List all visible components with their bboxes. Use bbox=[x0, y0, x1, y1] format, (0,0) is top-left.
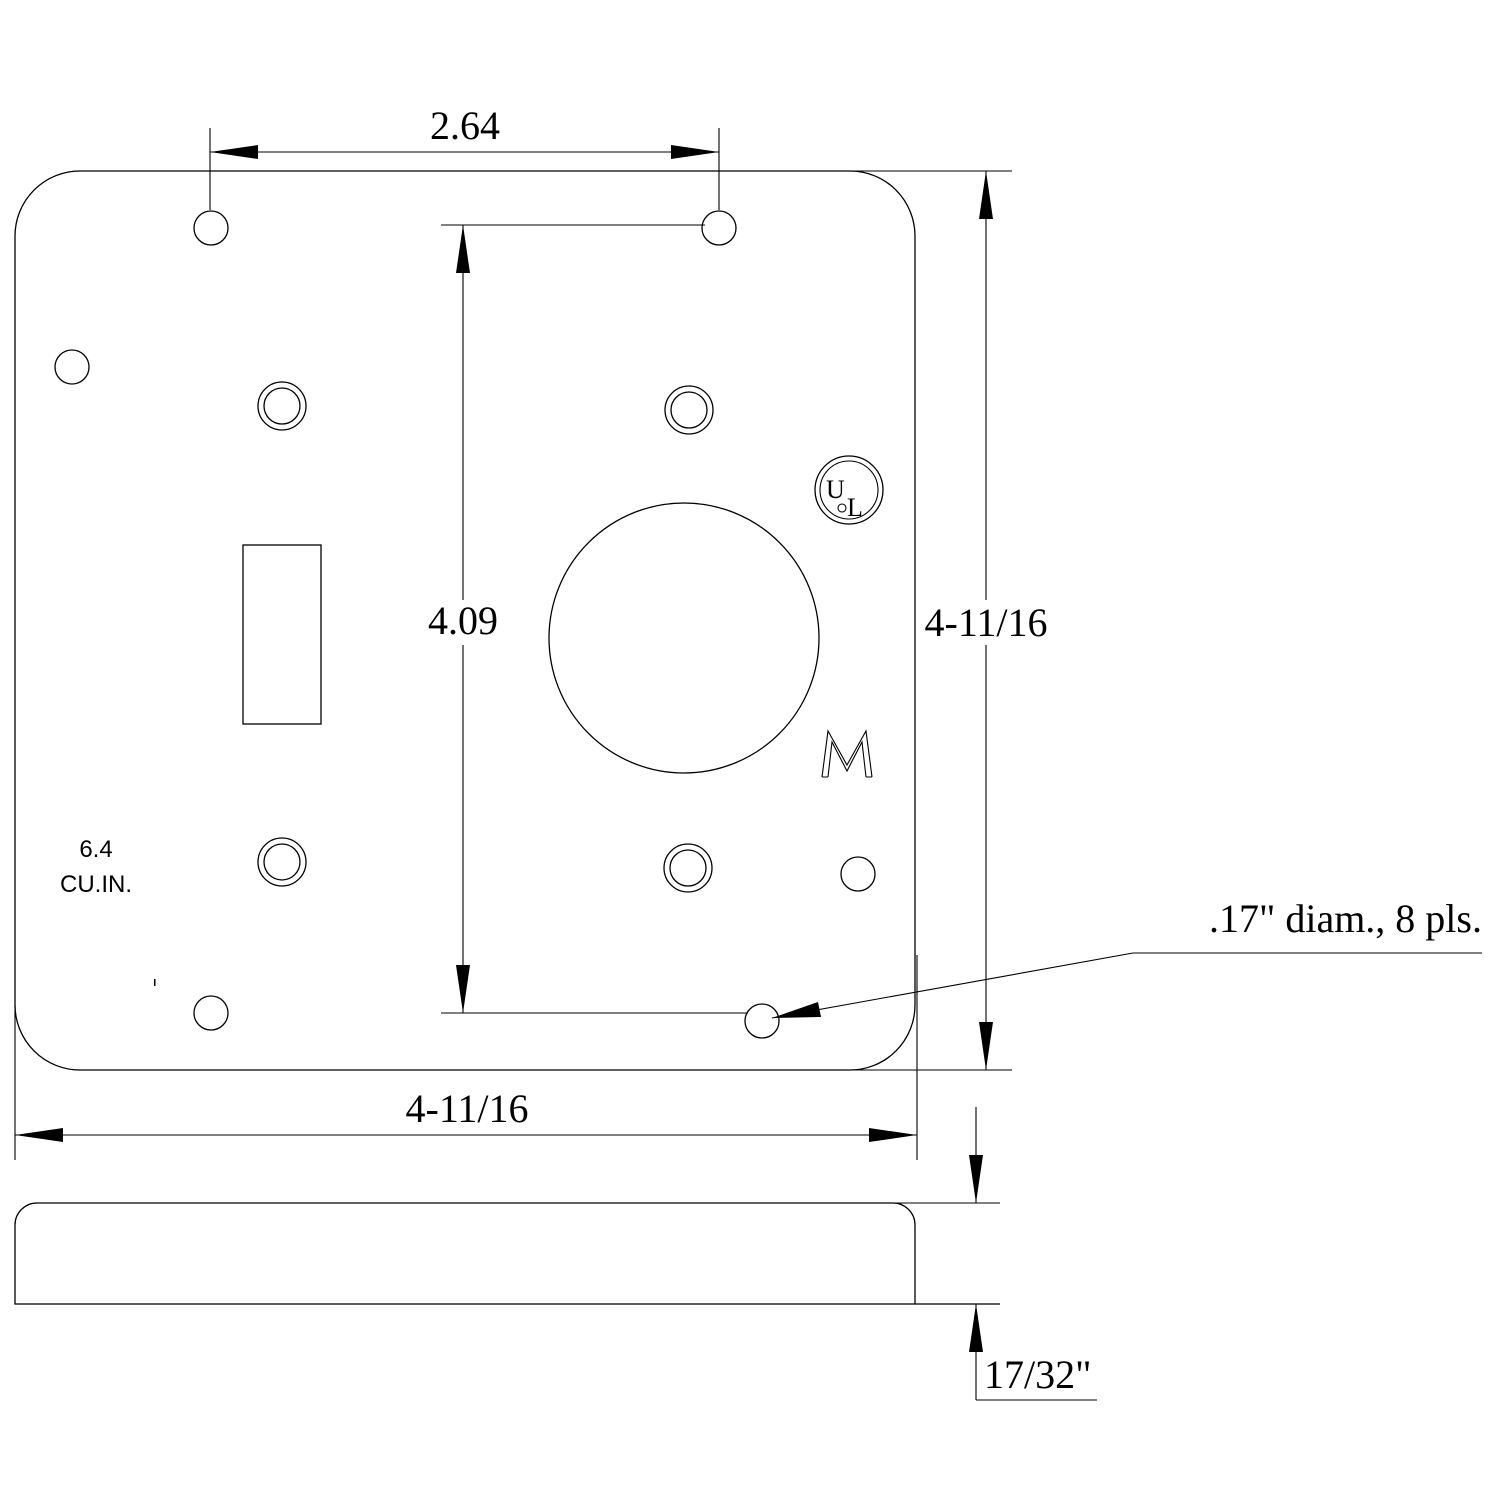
mounting-holes bbox=[54, 210, 876, 1039]
dimension-plate-height: 4-11/16 bbox=[850, 170, 1048, 1071]
mounting-hole bbox=[701, 210, 737, 246]
dimension-hole-spacing: 2.64 bbox=[209, 103, 720, 210]
mounting-hole bbox=[840, 856, 876, 892]
hole-callout-label: .17" diam., 8 pls. bbox=[1209, 896, 1482, 941]
dimension-label-plate-width: 4-11/16 bbox=[406, 1086, 529, 1131]
device-screw-hole bbox=[663, 843, 713, 893]
mounting-hole bbox=[744, 1003, 780, 1039]
dimension-label-thickness: 17/32" bbox=[984, 1352, 1091, 1397]
device-screw-hole bbox=[664, 385, 714, 435]
dimension-vertical-hole-spacing: 4.09 bbox=[428, 224, 748, 1014]
dimension-thickness: 17/32" bbox=[969, 1107, 1097, 1401]
dimension-label-hole-spacing: 2.64 bbox=[430, 103, 500, 148]
receptacle-opening bbox=[548, 502, 820, 774]
device-screw-holes bbox=[257, 381, 714, 893]
dimension-plate-width: 4-11/16 bbox=[14, 955, 918, 1160]
mounting-hole bbox=[54, 349, 90, 385]
maker-m-logo bbox=[821, 729, 873, 778]
dimension-label-plate-height: 4-11/16 bbox=[925, 600, 1048, 645]
device-screw-hole bbox=[257, 381, 307, 431]
dimension-label-vertical-hole-spacing: 4.09 bbox=[428, 598, 498, 643]
mounting-hole bbox=[193, 210, 229, 246]
volume-value: 6.4 bbox=[79, 836, 112, 863]
toggle-opening bbox=[242, 544, 322, 725]
svg-text:U: U bbox=[826, 475, 845, 504]
device-screw-hole bbox=[257, 837, 307, 887]
volume-unit: CU.IN. bbox=[60, 871, 132, 898]
ul-logo: U L bbox=[814, 455, 884, 525]
hole-callout-leader: .17" diam., 8 pls. bbox=[771, 896, 1482, 1019]
plate-side-view bbox=[14, 1202, 916, 1305]
stray-mark bbox=[154, 979, 156, 986]
svg-text:L: L bbox=[847, 493, 863, 522]
mounting-hole bbox=[193, 995, 229, 1031]
